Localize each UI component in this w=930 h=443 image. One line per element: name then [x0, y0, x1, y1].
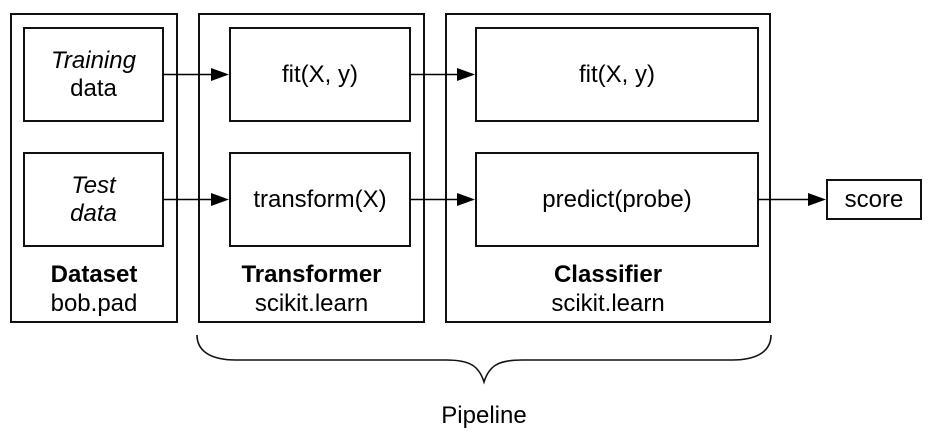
- test-data-line2: data: [70, 199, 117, 227]
- score-box: score: [826, 179, 922, 220]
- transformer-label: Transformer scikit.learn: [198, 260, 425, 318]
- pipeline-caption: Pipeline: [441, 402, 527, 429]
- test-data-line1: Test: [71, 171, 116, 199]
- classifier-subtitle: scikit.learn: [551, 290, 665, 317]
- classifier-title: Classifier: [553, 261, 663, 288]
- pipeline-brace: [196, 334, 772, 385]
- transformer-fit-label: fit(X, y): [282, 60, 358, 88]
- training-data-box: Training data: [23, 27, 164, 122]
- training-data-line1: Training: [51, 46, 136, 74]
- transform-box: transform(X): [229, 152, 411, 247]
- dataset-subtitle: bob.pad: [50, 290, 138, 317]
- classifier-fit-label: fit(X, y): [579, 60, 655, 88]
- test-data-text: Test data: [70, 172, 117, 228]
- predict-label: predict(probe): [542, 185, 692, 213]
- transformer-fit-box: fit(X, y): [229, 27, 411, 122]
- classifier-fit-box: fit(X, y): [475, 27, 759, 122]
- classifier-label: Classifier scikit.learn: [445, 260, 771, 318]
- transformer-subtitle: scikit.learn: [254, 290, 369, 317]
- transformer-title: Transformer: [241, 261, 382, 288]
- transform-label: transform(X): [253, 185, 387, 213]
- score-label: score: [844, 185, 904, 213]
- dataset-title: Dataset: [50, 261, 138, 288]
- dataset-label: Dataset bob.pad: [10, 260, 178, 318]
- predict-box: predict(probe): [475, 152, 759, 247]
- test-data-box: Test data: [23, 152, 164, 247]
- training-data-line2: data: [70, 74, 117, 102]
- training-data-text: Training data: [51, 47, 136, 103]
